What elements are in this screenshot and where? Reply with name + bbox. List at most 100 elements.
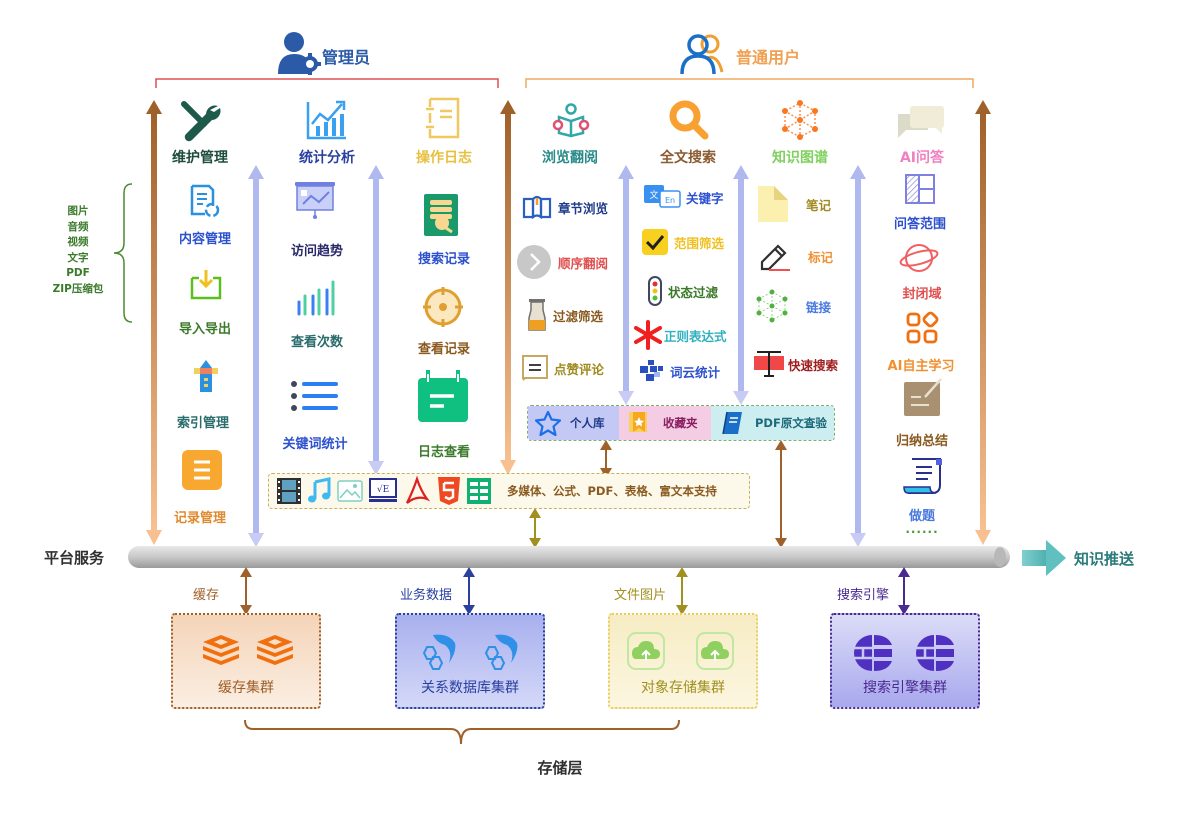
traffic-light-icon	[648, 276, 662, 306]
arrow-pdf-check-to-platform	[775, 440, 787, 548]
conn-label-cache: 缓存	[193, 588, 220, 603]
library-pdf-check[interactable]: PDF原文查验	[711, 406, 834, 440]
item-closed-domain[interactable]: 封闭域	[902, 287, 942, 302]
scroll-icon[interactable]	[902, 457, 944, 495]
arrow-business-data	[463, 567, 475, 615]
arrow-user-right	[975, 100, 991, 545]
library-bar: 个人库 收藏夹 PDF原文查验	[527, 405, 835, 441]
target-icon[interactable]	[423, 287, 463, 327]
document-refresh-icon[interactable]	[189, 184, 221, 218]
item-view-record[interactable]: 查看记录	[417, 342, 470, 357]
arrow-search-engine	[898, 567, 910, 615]
line-chart-icon	[306, 98, 348, 140]
item-qa-scope[interactable]: 问答范围	[893, 217, 946, 232]
redis-stack-icon	[257, 635, 293, 665]
knowledge-push-arrow[interactable]	[1022, 538, 1066, 578]
platform-service-label: 平台服务	[44, 549, 105, 567]
book-icon	[721, 411, 743, 435]
item-view-count[interactable]: 查看次数	[290, 335, 343, 350]
item-range-filter[interactable]: 范围筛选	[642, 229, 724, 255]
item-record-management[interactable]: 记录管理	[173, 511, 226, 526]
import-export-tray-icon[interactable]	[190, 268, 222, 300]
module-title-browse: 浏览翻阅	[542, 150, 598, 166]
search-engine-icon	[916, 635, 954, 671]
notebook-icon	[424, 97, 462, 139]
item-summarize[interactable]: 归纳总结	[895, 434, 948, 449]
library-personal[interactable]: 个人库	[528, 406, 619, 440]
dolphin-db-icon	[419, 633, 459, 670]
cluster-name: 关系数据库集群	[421, 680, 519, 696]
search-record-icon[interactable]	[424, 194, 458, 236]
item-import-export[interactable]: 导入导出	[178, 322, 231, 337]
calendar-icon[interactable]	[418, 370, 468, 422]
svg-text:√E: √E	[377, 484, 389, 495]
item-status-filter[interactable]: 状态过滤	[648, 276, 718, 306]
library-favorites[interactable]: 收藏夹	[619, 406, 711, 440]
user-bracket	[525, 78, 974, 88]
cluster-object-storage[interactable]: 对象存储集群	[608, 613, 758, 709]
item-search-record[interactable]: 搜索记录	[417, 252, 470, 267]
checkbox-icon	[642, 229, 668, 255]
item-sequential-read[interactable]: 顺序翻阅	[516, 244, 608, 280]
cluster-relational-db[interactable]: 关系数据库集群	[395, 613, 545, 709]
layout-grid-icon[interactable]	[905, 174, 935, 204]
search-engine-icon	[854, 635, 892, 671]
item-quick-search[interactable]: 快速搜索	[754, 350, 838, 378]
item-keyword-statistics[interactable]: 关键词统计	[282, 437, 348, 452]
chat-bubbles-icon	[898, 106, 944, 138]
item-regex[interactable]: 正则表达式	[634, 320, 727, 350]
bar-chart-icon[interactable]	[296, 278, 336, 318]
arrow-lavender-5	[850, 165, 866, 547]
music-note-icon	[307, 477, 331, 504]
word-cloud-icon	[640, 360, 664, 382]
wrench-screwdriver-icon	[180, 100, 222, 142]
item-filter[interactable]: 过滤筛选	[527, 298, 603, 332]
cluster-cache[interactable]: 缓存集群	[171, 613, 321, 709]
item-note[interactable]: 笔记	[758, 186, 831, 222]
item-content-management[interactable]: 内容管理	[178, 232, 231, 247]
pdf-icon	[403, 475, 431, 505]
item-like-comment[interactable]: 点赞评论	[522, 355, 604, 381]
knowledge-graph-icon	[780, 100, 820, 140]
conn-label-file-image: 文件图片	[614, 588, 667, 603]
file-type-item: 视频	[67, 236, 89, 248]
bookmark-star-icon	[629, 412, 649, 434]
list-square-icon[interactable]	[182, 450, 222, 490]
link-network-icon	[756, 289, 788, 323]
item-visit-trend[interactable]: 访问趋势	[290, 244, 343, 259]
module-title-maintenance: 维护管理	[172, 150, 228, 166]
summary-board-icon[interactable]	[903, 377, 943, 417]
apps-icon[interactable]	[906, 311, 939, 344]
planet-icon[interactable]	[899, 240, 939, 276]
item-index-management[interactable]: 索引管理	[176, 416, 229, 431]
arrow-file-image	[676, 567, 688, 615]
item-chapter-browse[interactable]: 章节浏览	[522, 195, 608, 220]
module-title-operation-log: 操作日志	[416, 150, 472, 166]
item-log-view[interactable]: 日志查看	[417, 445, 470, 460]
item-link[interactable]: 链接	[756, 289, 831, 323]
more-ellipsis: ......	[905, 522, 939, 536]
item-mark[interactable]: 标记	[758, 240, 833, 272]
file-type-item: ZIP压缩包	[52, 282, 104, 295]
item-word-cloud[interactable]: 词云统计	[640, 360, 720, 382]
admin-bracket	[155, 78, 499, 88]
svg-text:En: En	[665, 196, 675, 205]
arrow-lavender-2	[368, 165, 384, 475]
cloud-upload-icon	[626, 631, 666, 671]
cluster-search-engine[interactable]: 搜索引擎集群	[830, 613, 980, 709]
asterisk-icon	[634, 320, 662, 350]
arrow-cache	[240, 567, 252, 615]
pencil-icon	[758, 240, 790, 272]
cluster-name: 搜索引擎集群	[863, 680, 947, 696]
lighthouse-icon[interactable]	[190, 358, 222, 394]
storage-layer-brace	[244, 719, 680, 745]
text-cursor-icon	[754, 350, 784, 378]
module-title-fulltext-search: 全文搜索	[660, 150, 716, 166]
bullet-list-icon[interactable]	[290, 378, 338, 414]
file-types-brace	[113, 183, 133, 323]
file-type-item: 音频	[67, 220, 89, 233]
presentation-board-icon[interactable]	[293, 180, 337, 220]
item-exercise[interactable]: 做题	[908, 509, 935, 524]
item-ai-self-learning[interactable]: AI自主学习	[887, 359, 955, 374]
